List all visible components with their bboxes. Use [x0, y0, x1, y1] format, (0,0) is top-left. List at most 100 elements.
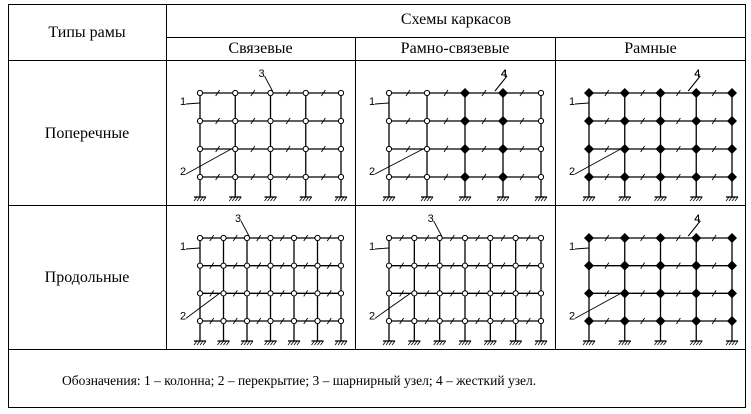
break-mark — [676, 262, 681, 269]
hinged-joint — [196, 234, 204, 242]
break-mark — [640, 173, 645, 181]
support-hatch — [382, 196, 387, 202]
hinged-joint — [290, 290, 298, 297]
support-hatch — [231, 196, 236, 202]
support-hatch — [426, 196, 431, 202]
support-hatch — [543, 340, 548, 346]
callout-label: 2 — [569, 166, 575, 178]
break-mark — [640, 89, 645, 97]
hinged-joint — [411, 262, 418, 269]
break-mark — [449, 317, 455, 325]
rigid-joint — [655, 144, 666, 154]
break-mark — [443, 173, 449, 181]
break-mark — [481, 89, 487, 97]
hinged-joint — [196, 89, 204, 97]
rigid-joint — [655, 88, 666, 98]
scheme-braced-transverse: 123 — [180, 68, 348, 202]
break-mark — [604, 145, 610, 153]
break-mark — [250, 89, 256, 97]
break-mark — [640, 262, 645, 269]
break-mark — [604, 234, 610, 242]
callout-label: 4 — [694, 68, 700, 80]
row-divider — [8, 205, 746, 206]
rigid-joint — [619, 288, 630, 299]
break-mark — [321, 173, 326, 181]
hinged-joint — [512, 290, 519, 297]
support-hatch — [734, 340, 739, 346]
column-divider — [166, 4, 167, 350]
hinged-joint — [314, 234, 321, 242]
rigid-joint — [655, 233, 666, 243]
hinged-joint — [537, 117, 545, 125]
support-hatch — [388, 340, 393, 346]
hinged-joint — [302, 173, 309, 181]
callout-label: 4 — [501, 68, 507, 80]
support-hatch — [228, 196, 233, 202]
break-mark — [326, 317, 332, 325]
hinged-joint — [337, 117, 345, 125]
hinged-joint — [196, 317, 204, 325]
break-mark — [209, 262, 215, 269]
break-mark — [519, 145, 525, 153]
support-hatch — [624, 340, 629, 346]
break-mark — [303, 234, 309, 242]
hinged-joint — [461, 317, 469, 325]
break-mark — [399, 262, 405, 269]
break-mark — [475, 290, 481, 297]
rigid-joint — [691, 172, 702, 182]
rigid-joint — [691, 144, 702, 154]
column-header-braced: Связевые — [228, 40, 293, 57]
break-mark — [321, 89, 326, 97]
callout-leader — [374, 148, 424, 175]
break-mark — [232, 290, 238, 297]
break-mark — [209, 234, 215, 242]
rigid-joint — [727, 116, 737, 126]
break-mark — [215, 89, 220, 97]
break-mark — [303, 262, 309, 269]
support-hatch — [537, 196, 542, 202]
support-hatch — [423, 196, 428, 202]
break-mark — [399, 317, 405, 325]
break-mark — [232, 234, 238, 242]
support-hatch — [196, 196, 201, 202]
break-mark — [449, 234, 455, 242]
hinged-joint — [267, 262, 274, 269]
hinged-joint — [196, 262, 204, 269]
hinged-joint — [461, 290, 469, 297]
support-hatch — [534, 340, 539, 346]
break-mark — [711, 317, 717, 325]
support-hatch — [273, 340, 277, 346]
support-hatch — [414, 340, 418, 346]
rigid-joint — [584, 144, 594, 154]
rigid-joint — [619, 88, 630, 98]
support-hatch — [334, 196, 339, 202]
hinged-joint — [220, 234, 227, 242]
break-mark — [209, 290, 215, 297]
break-mark — [676, 145, 681, 153]
break-mark — [525, 234, 531, 242]
support-hatch — [385, 196, 390, 202]
support-hatch — [391, 196, 396, 202]
hinged-joint — [267, 290, 274, 297]
callout-label: 2 — [180, 310, 186, 322]
break-mark — [676, 89, 681, 97]
support-hatch — [267, 340, 271, 346]
break-mark — [481, 173, 487, 181]
hinged-joint — [337, 173, 345, 181]
break-mark — [604, 117, 610, 125]
break-mark — [256, 234, 262, 242]
hinged-joint — [423, 89, 431, 97]
rigid-joint — [655, 288, 666, 299]
rigid-joint — [691, 233, 702, 243]
frame-schemes-header: Схемы каркасов — [400, 11, 512, 28]
hinged-joint — [385, 290, 393, 297]
break-mark — [405, 145, 411, 153]
column-divider — [555, 38, 556, 350]
break-mark — [500, 262, 506, 269]
callout-leader — [374, 247, 390, 250]
hinged-joint — [337, 262, 345, 269]
rigid-joint — [655, 172, 666, 182]
hinged-joint — [196, 173, 204, 181]
support-hatch — [461, 196, 466, 202]
support-hatch — [314, 340, 318, 346]
